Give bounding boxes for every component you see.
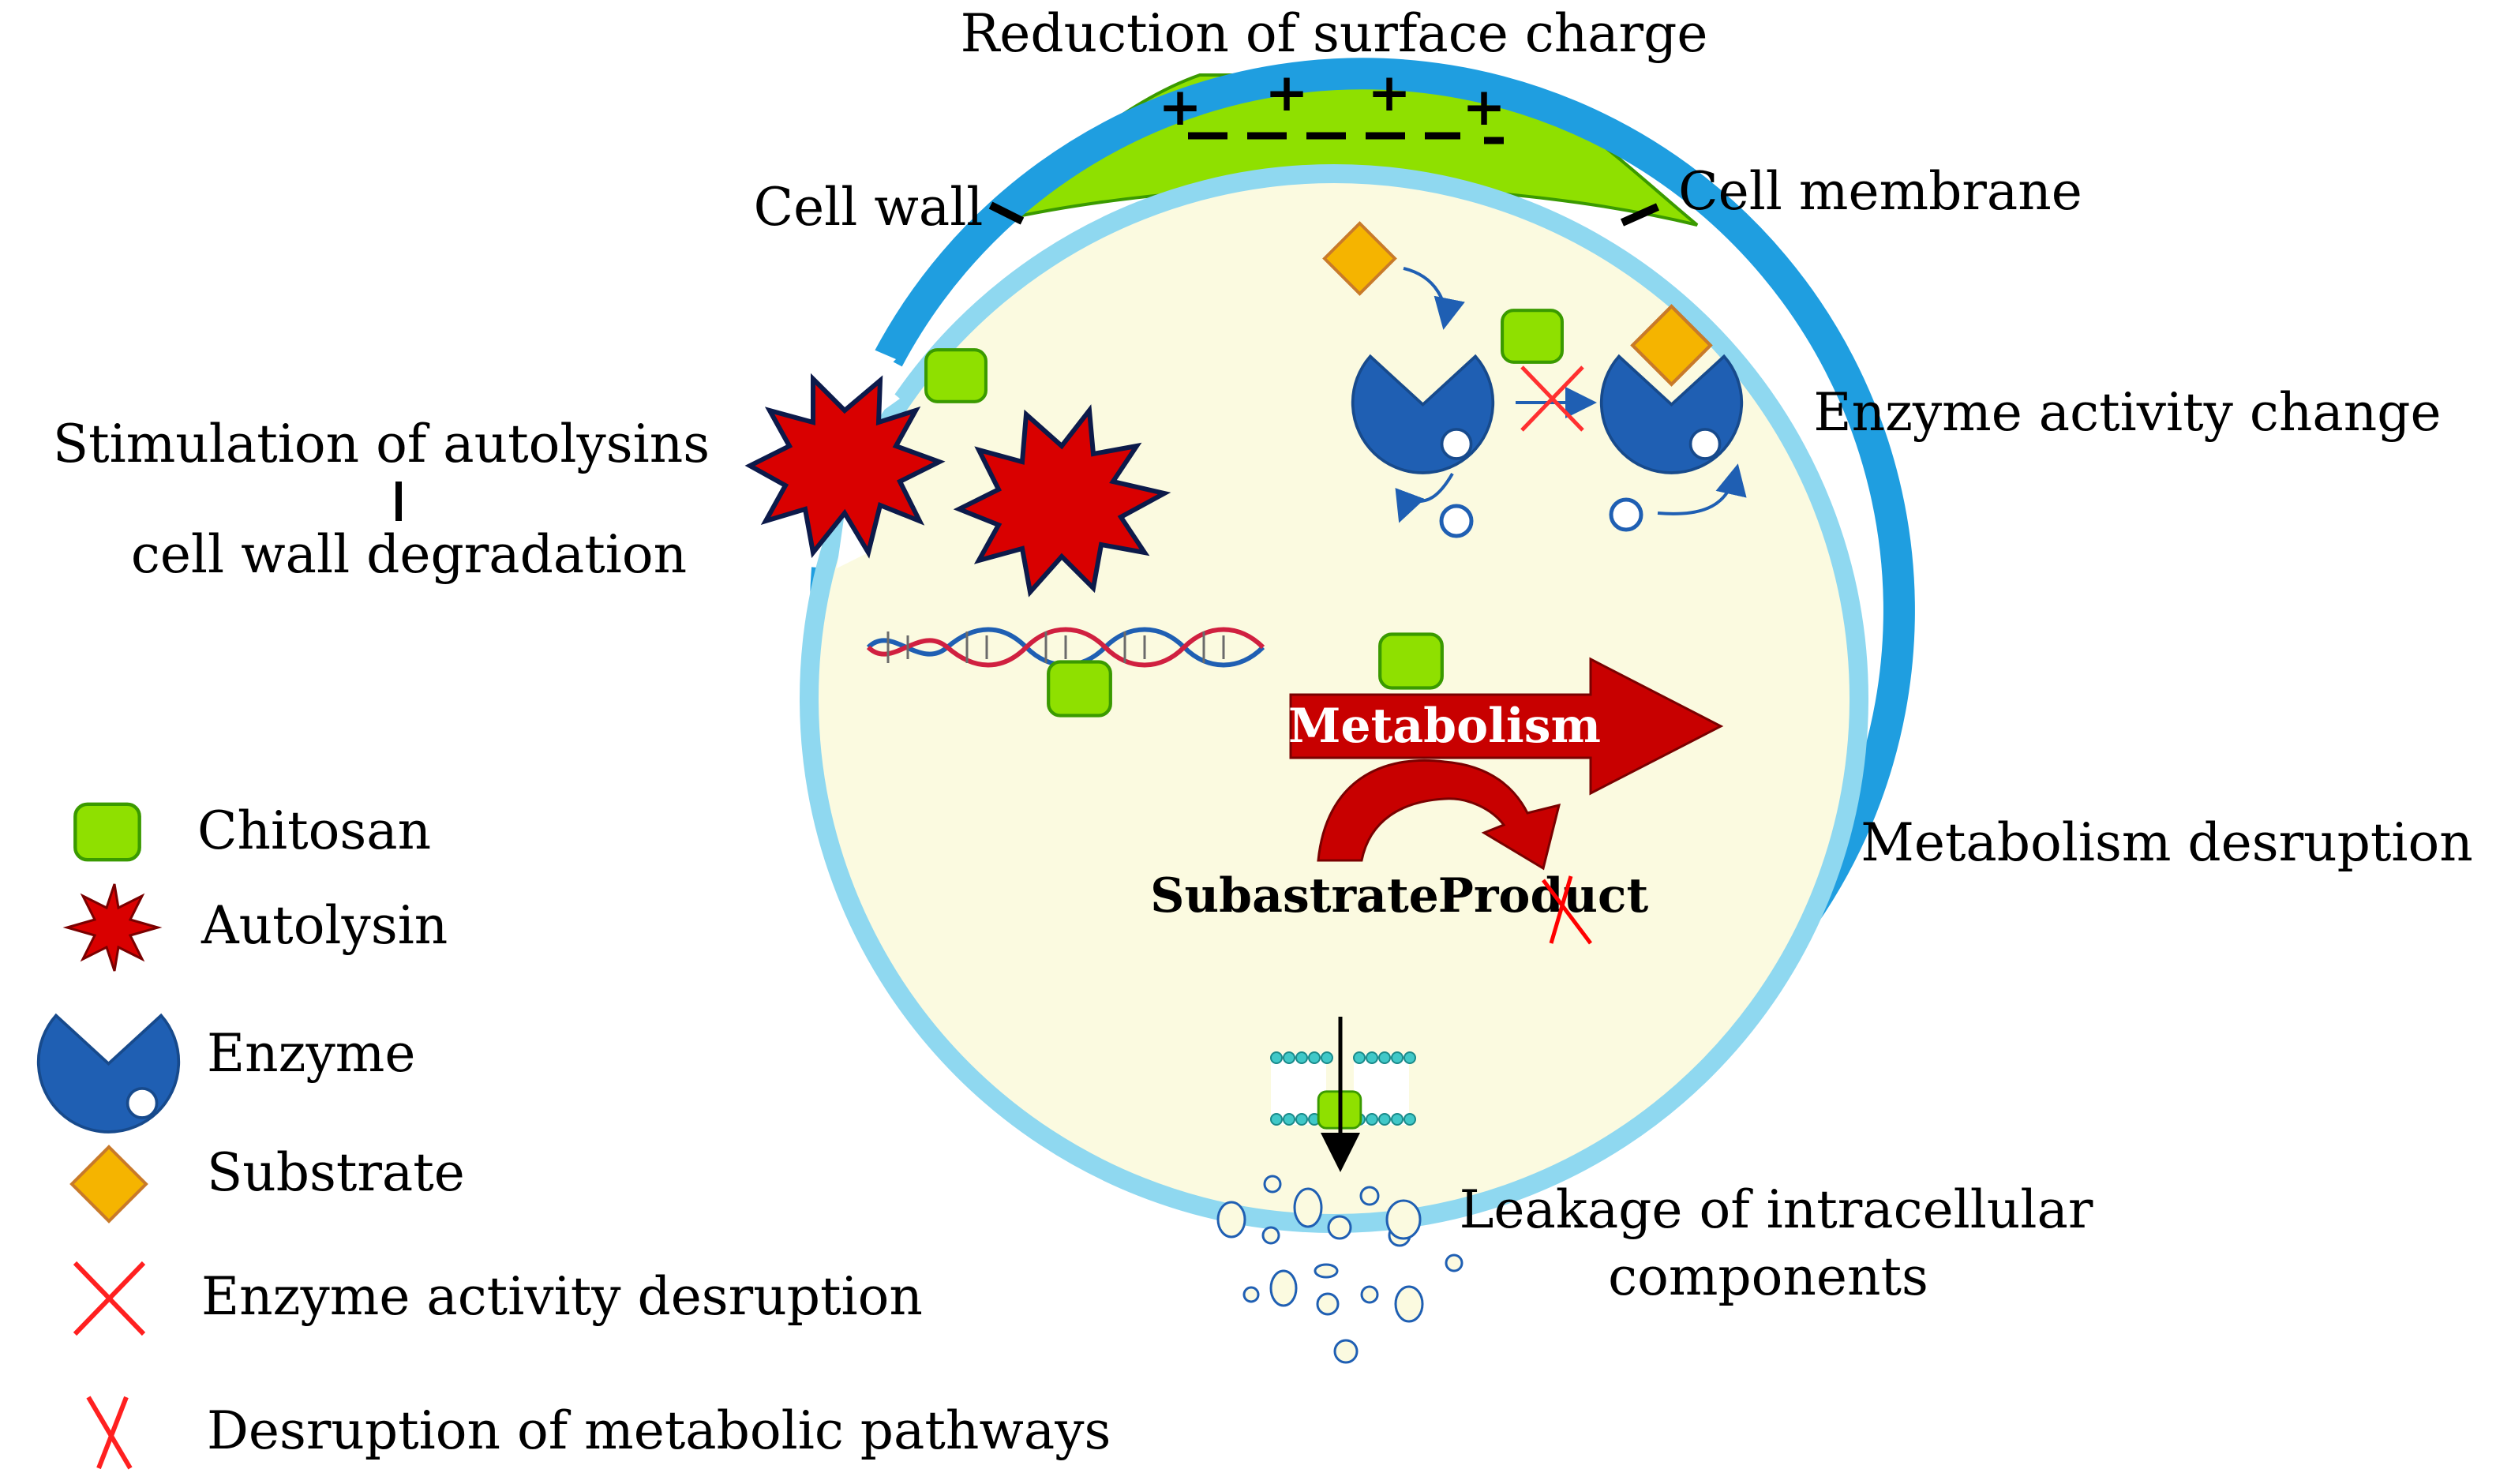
legend-label: Substrate xyxy=(207,1142,465,1203)
chitosan-icon xyxy=(1380,635,1442,688)
autolysin-region xyxy=(744,350,1171,598)
metabolism-arrow xyxy=(1289,657,1724,796)
chitosan-icon xyxy=(75,804,139,860)
surface-charges: + + + + xyxy=(1158,62,1506,144)
enzyme-disruption-cross xyxy=(1520,365,1584,432)
plus-charge: + xyxy=(1462,76,1505,137)
legend-item-pathway-disruption: Desruption of metabolic pathways xyxy=(86,1396,1111,1470)
substrate-label: Subastrate xyxy=(1150,868,1439,924)
metabolism-region: Metabolism Subastrate Product xyxy=(1150,635,1724,945)
enzyme-icon xyxy=(36,1014,181,1134)
membrane-pore xyxy=(1270,1051,1416,1130)
metabolism-disruption-label: Metabolism desruption xyxy=(1861,812,2473,873)
autolysin-starburst xyxy=(953,404,1171,598)
plus-charge: + xyxy=(1367,62,1411,123)
leakage-label: Leakage of intracellular xyxy=(1460,1179,2093,1240)
leaked-components xyxy=(1216,1175,1464,1364)
legend-label: Chitosan xyxy=(197,800,431,861)
cell-wall-pointer xyxy=(988,201,1025,225)
pathway-disruption-cross xyxy=(1542,875,1592,945)
enzyme-region xyxy=(1322,221,1747,538)
leakage-label-line2: components xyxy=(1608,1246,1928,1307)
metabolism-label: Metabolism xyxy=(1288,699,1601,754)
legend-item-chitosan: Chitosan xyxy=(75,800,431,861)
dna-helix xyxy=(866,627,1265,716)
enzyme-activity-label: Enzyme activity change xyxy=(1813,382,2441,443)
legend-label: Enzyme activity desruption xyxy=(201,1266,923,1327)
legend-item-enzyme-disruption: Enzyme activity desruption xyxy=(73,1261,923,1336)
legend-label: Enzyme xyxy=(207,1023,415,1084)
autolysin-starburst xyxy=(744,373,946,559)
chitosan-icon xyxy=(926,350,986,402)
legend-item-autolysin: Autolysin xyxy=(62,883,448,972)
cell-membrane-label: Cell membrane xyxy=(1678,161,2082,222)
cell-wall-label: Cell wall xyxy=(754,177,984,238)
x-mark-icon xyxy=(86,1396,133,1470)
plus-charge: + xyxy=(1158,76,1201,137)
legend-item-substrate: Substrate xyxy=(70,1142,465,1223)
product-label: Product xyxy=(1438,868,1649,924)
x-mark-icon xyxy=(73,1261,146,1336)
wall-degradation-label: cell wall degradation xyxy=(131,524,687,585)
legend-item-enzyme: Enzyme xyxy=(36,1014,415,1134)
surface-charge-label: Reduction of surface charge xyxy=(961,3,1708,64)
chitosan-icon xyxy=(1502,310,1562,362)
minus-charges xyxy=(1188,132,1504,144)
legend-label: Autolysin xyxy=(201,895,448,956)
substrate-to-product-arrow xyxy=(1317,759,1561,871)
legend-label: Desruption of metabolic pathways xyxy=(207,1400,1111,1461)
cell-membrane-pointer xyxy=(1620,203,1660,227)
chitosan-icon xyxy=(1048,662,1111,716)
plus-charge: + xyxy=(1265,62,1308,123)
autolysins-label: Stimulation of autolysins xyxy=(53,414,710,474)
legend: Chitosan Autolysin Enzyme Substrate Enzy… xyxy=(36,800,1111,1470)
starburst-icon xyxy=(62,883,163,972)
substrate-diamond-icon xyxy=(70,1145,148,1223)
